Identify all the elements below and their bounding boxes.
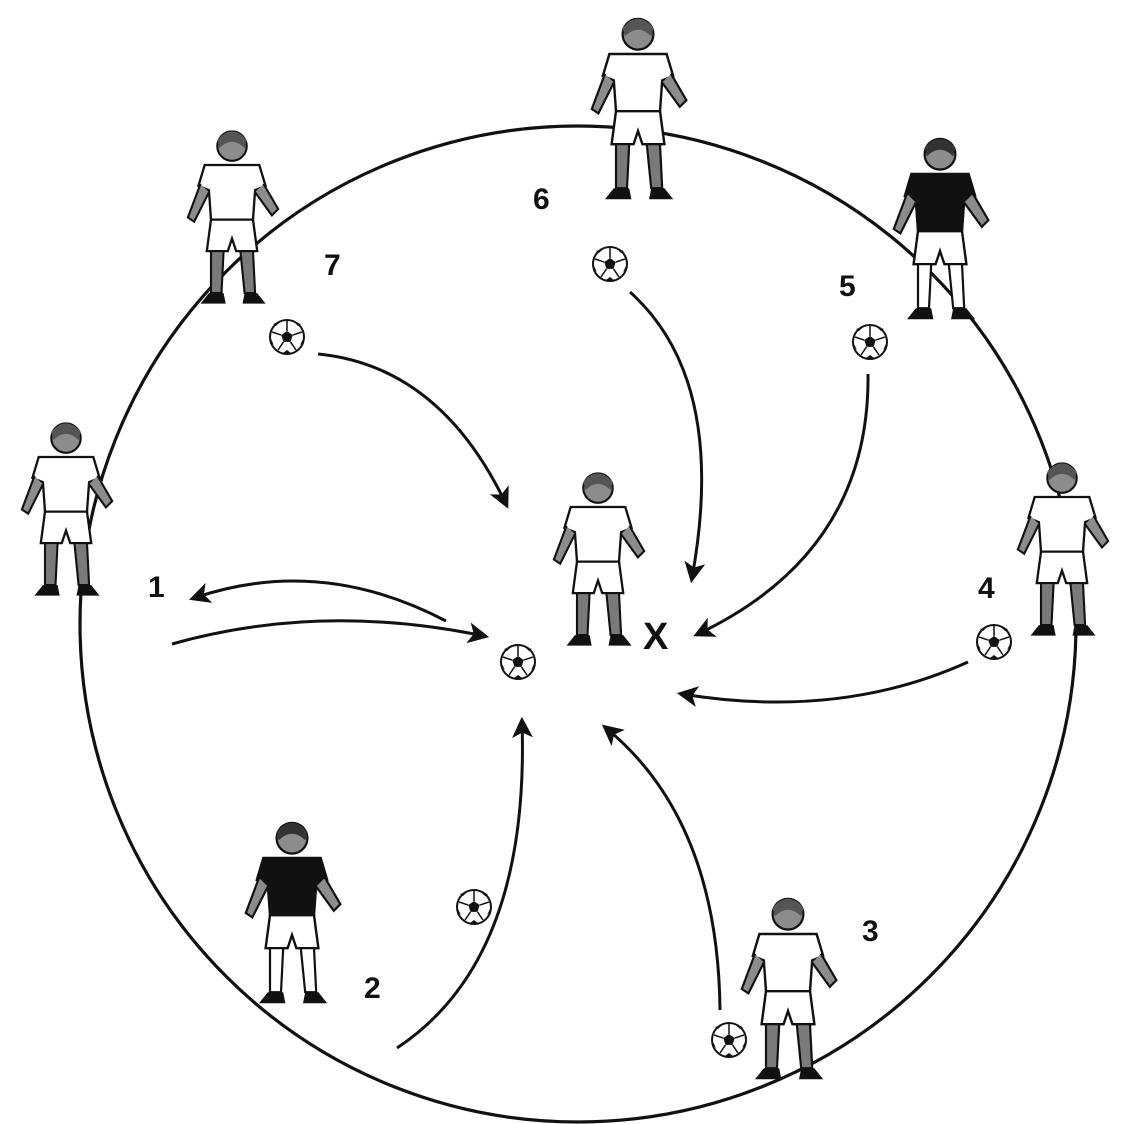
arrow-center-to-1 [189,579,447,623]
position-labels: 1 2 3 4 5 6 7 X [148,183,995,1005]
soccer-ball-icon [456,889,492,925]
arrow-7-to-center [317,352,509,509]
label-6: 6 [533,183,550,216]
arrow-3-to-center [601,724,722,1011]
label-1: 1 [148,571,165,604]
players [20,17,1110,1081]
soccer-ball-icon [976,624,1012,660]
player-5 [892,137,990,321]
soccer-ball-icon [269,319,305,355]
soccer-ball-icon [711,1022,747,1058]
balls [269,246,1012,1058]
player-center [552,472,646,647]
label-4: 4 [978,572,995,605]
label-center-x: X [643,616,669,658]
label-7: 7 [324,249,341,282]
arrow-5-to-center [693,373,870,637]
player-7 [186,130,280,305]
label-5: 5 [839,270,856,303]
pass-arrows [171,290,969,1050]
arrow-2-to-center [396,716,534,1050]
arrow-4-to-center [676,660,969,707]
player-4 [1016,462,1110,637]
label-3: 3 [862,915,879,948]
arrow-1-to-center [171,619,490,646]
player-3 [740,897,838,1081]
player-2 [244,821,342,1005]
arrow-6-to-center [628,290,706,584]
soccer-ball-icon [592,246,628,282]
player-1 [20,422,114,597]
label-2: 2 [364,972,381,1005]
player-6 [590,17,688,201]
soccer-ball-icon [500,644,536,680]
soccer-ball-icon [852,324,888,360]
